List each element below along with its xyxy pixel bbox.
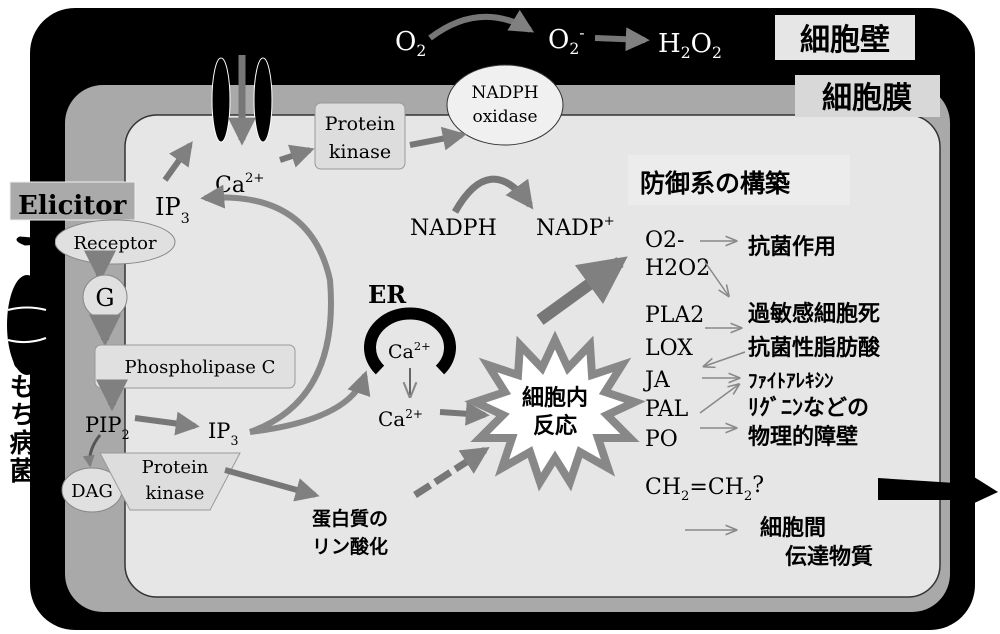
h2o2-top-label: H2O2 bbox=[658, 29, 722, 62]
nadph-arrow bbox=[451, 175, 534, 214]
nadph-oxidase-label: oxidase bbox=[472, 107, 537, 127]
intracellular-reaction-label: 反応 bbox=[533, 413, 577, 439]
nadph-oxidase bbox=[446, 64, 564, 146]
defense-factor: PAL bbox=[645, 397, 689, 422]
ip3-feedback-arrow bbox=[200, 184, 334, 435]
defense-factor: JA bbox=[643, 368, 671, 393]
ca-to-kinase-arrow bbox=[279, 144, 315, 168]
defense-factor: O2- bbox=[645, 228, 684, 253]
protein-kinase-low-label: kinase bbox=[146, 483, 205, 504]
defense-factor: LOX bbox=[645, 336, 693, 361]
defense-effect: 物理的障壁 bbox=[748, 424, 858, 450]
defense-effect: 過敏感細胞死 bbox=[748, 301, 880, 327]
cell-membrane-label-box bbox=[795, 75, 940, 117]
defense-factor-list: O2- H2O2 PLA2 LOX JA PAL PO bbox=[643, 228, 710, 452]
protein-kinase-low-label: Protein bbox=[142, 457, 209, 478]
defense-factor: H2O2 bbox=[645, 256, 710, 281]
elicitor-label: Elicitor bbox=[18, 191, 127, 221]
elicitor-box bbox=[9, 181, 136, 221]
defense-effect: ﾌｧｲﾄｱﾚｷｼﾝ bbox=[748, 370, 834, 392]
phosphorylation-to-reaction-arrow bbox=[413, 446, 490, 498]
blast-fungus-icon bbox=[7, 236, 56, 375]
ip3-to-channel-arrow bbox=[162, 141, 193, 182]
cell-membrane-label: 細胞膜 bbox=[822, 81, 912, 116]
ethylene-label: CH2=CH2? bbox=[645, 473, 764, 504]
protein-kinase-top-label: Protein bbox=[325, 113, 396, 135]
ca-to-reaction-arrow bbox=[439, 401, 490, 426]
phosphorylation-label: 蛋白質の bbox=[312, 507, 388, 530]
ca-low-label: Ca2+ bbox=[378, 407, 423, 431]
intercellular-signal-label: 伝達物質 bbox=[785, 544, 873, 570]
defense-title: 防御系の構築 bbox=[640, 169, 791, 198]
pip2-label: PIP2 bbox=[85, 413, 130, 442]
g-protein-label: G bbox=[95, 284, 114, 312]
defense-effect: 抗菌作用 bbox=[748, 234, 836, 260]
nadp-label: NADP+ bbox=[536, 214, 615, 241]
receptor-label: Receptor bbox=[73, 233, 157, 254]
reaction-to-defense-arrow bbox=[536, 256, 628, 325]
intracellular-reaction-burst bbox=[464, 330, 646, 492]
defense-arrows bbox=[685, 241, 746, 530]
defense-title-box bbox=[628, 155, 850, 205]
o2-arrow bbox=[428, 9, 535, 41]
defense-effect-list: 抗菌作用 過敏感細胞死 抗菌性脂肪酸 ﾌｧｲﾄｱﾚｷｼﾝ ﾘｸﾞﾆﾝなどの 物理… bbox=[748, 234, 881, 450]
protein-kinase-top bbox=[314, 102, 406, 170]
superoxide-arrow bbox=[594, 27, 650, 52]
intercellular-signal-label: 細胞間 bbox=[760, 515, 826, 541]
defense-effect: 抗菌性脂肪酸 bbox=[748, 335, 881, 361]
ip3-low-label: IP3 bbox=[208, 419, 238, 448]
er-ring bbox=[364, 307, 456, 375]
superoxide-label: O2- bbox=[548, 24, 585, 58]
defense-factor: PLA2 bbox=[645, 303, 704, 328]
ip3-to-er-arrow bbox=[249, 370, 371, 435]
er-label: ER bbox=[368, 280, 407, 309]
defense-factor: PO bbox=[645, 427, 678, 452]
cell-wall-label: 細胞壁 bbox=[800, 23, 890, 58]
kinase-to-phosphorylation-arrow bbox=[224, 467, 320, 502]
defense-effect: ﾘｸﾞﾆﾝなどの bbox=[748, 395, 869, 421]
ip3-top-label: IP3 bbox=[155, 193, 190, 227]
pip2-to-ip3-arrow bbox=[134, 411, 200, 436]
intracellular-reaction-label: 細胞内 bbox=[522, 385, 588, 411]
pathogen-label: いもち病菌 bbox=[5, 345, 35, 485]
dag-label: DAG bbox=[71, 481, 113, 502]
export-arrow bbox=[878, 465, 998, 512]
phospholipase-c bbox=[94, 344, 296, 389]
pip2-to-dag-arrow bbox=[82, 434, 102, 468]
o2-label: O2 bbox=[395, 27, 426, 60]
protein-kinase-low bbox=[99, 452, 241, 511]
ca-channel-right bbox=[253, 57, 273, 143]
nadph-oxidase-label: NADPH bbox=[471, 83, 538, 103]
nadph-label: NADPH bbox=[410, 216, 497, 241]
ca-channel-left bbox=[211, 57, 231, 143]
protein-kinase-top-label: kinase bbox=[329, 141, 391, 163]
kinase-to-oxidase-arrow bbox=[409, 126, 467, 151]
phospholipase-c-label: Phospholipase C bbox=[125, 357, 276, 378]
cell-wall-label-box bbox=[775, 15, 915, 60]
ca-er-label: Ca2+ bbox=[388, 339, 431, 363]
phosphorylation-label: リン酸化 bbox=[312, 535, 388, 558]
pathogen-label-text: いもち病菌 bbox=[5, 345, 35, 485]
